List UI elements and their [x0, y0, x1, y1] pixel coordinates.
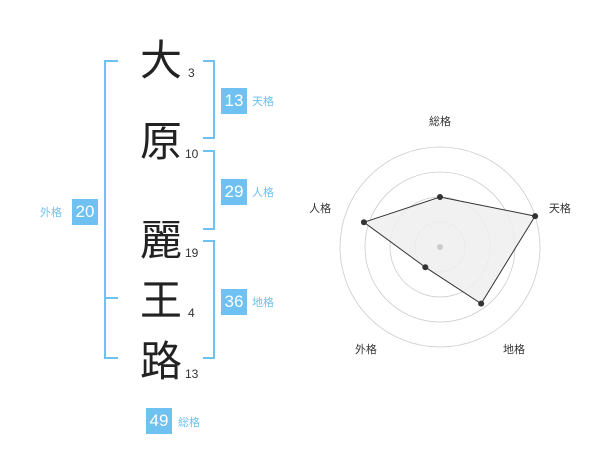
stroke-count-4: 4	[188, 306, 195, 320]
radar-axis-label-4: 外格	[355, 342, 377, 356]
radar-point-4	[422, 264, 429, 271]
name-char-2: 原	[140, 117, 183, 166]
tenkaku-bracket-top	[203, 60, 215, 62]
tenkaku-bracket-vertical	[213, 60, 215, 139]
gaikaku-label: 外格	[40, 206, 62, 219]
tenkaku-label: 天格	[252, 95, 274, 108]
stroke-count-3: 19	[185, 246, 199, 260]
jinkaku-bracket-bottom	[203, 228, 215, 230]
gaikaku-bracket-vertical	[104, 60, 106, 359]
radar-point-1	[437, 194, 443, 200]
chikaku-bracket-top	[203, 240, 215, 242]
tenkaku-value-badge: 13	[221, 88, 247, 114]
jinkaku-label: 人格	[252, 186, 274, 199]
radar-center-dot	[437, 244, 443, 250]
name-char-3: 麗	[140, 216, 183, 265]
chikaku-bracket-bottom	[203, 357, 215, 359]
radar-point-2	[532, 213, 539, 220]
jinkaku-bracket-vertical	[213, 150, 215, 230]
chikaku-value-badge: 36	[221, 289, 247, 315]
radar-axis-label-2: 天格	[549, 201, 571, 215]
radar-axis-label-5: 人格	[309, 201, 331, 215]
soukaku-label: 総格	[178, 416, 200, 429]
radar-grid-ring	[339, 146, 541, 348]
jinkaku-value-badge: 29	[221, 179, 247, 205]
tenkaku-bracket-bottom	[203, 137, 215, 139]
name-char-4: 王	[140, 276, 183, 325]
gaikaku-bracket-bottom	[104, 357, 118, 359]
radar-data-polygon	[362, 196, 536, 305]
name-char-1: 大	[140, 36, 183, 85]
gaikaku-bracket-top	[104, 60, 118, 62]
soukaku-value-badge: 49	[146, 408, 172, 434]
radar-axis-label-3: 地格	[503, 342, 525, 356]
name-char-5: 路	[140, 337, 183, 386]
stroke-count-2: 10	[185, 147, 199, 161]
gaikaku-value-badge: 20	[72, 199, 98, 225]
chikaku-label: 地格	[252, 296, 274, 309]
gaikaku-bracket-mid	[104, 297, 118, 299]
radar-point-5	[360, 219, 367, 226]
jinkaku-bracket-top	[203, 150, 215, 152]
stroke-count-5: 13	[185, 367, 199, 381]
chikaku-bracket-vertical	[213, 240, 215, 359]
radar-point-3	[478, 300, 485, 307]
radar-axis-label-1: 総格	[429, 114, 451, 128]
stroke-count-1: 3	[188, 66, 195, 80]
